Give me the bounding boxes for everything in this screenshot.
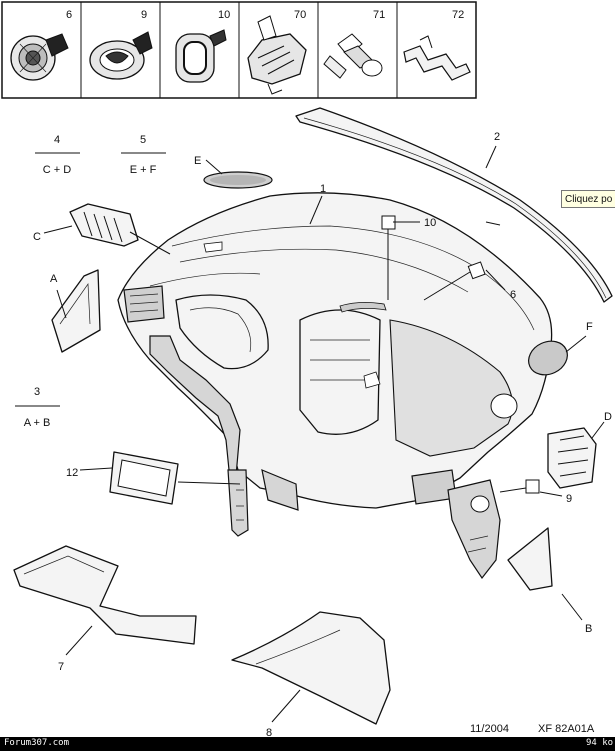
assembly-number: 3 [34,386,40,398]
lower-trim-panel-8 [231,611,391,725]
dashboard-support-frame [149,335,501,580]
forum-link[interactable]: Forum307.com [4,738,70,748]
callout-12: 12 [66,467,78,479]
callout-2: 2 [494,131,500,143]
bracket-clip-icon [247,15,307,95]
left-end-panel-a [51,269,101,353]
fastener-70-number: 70 [294,9,306,21]
left-air-vent [69,203,139,247]
callout-e: E [194,155,201,167]
fastener-strip: 6 9 10 70 71 72 [1,1,477,99]
leader-lines [43,145,605,723]
assembly-label-4: 4 C + D [35,134,80,176]
display-bezel-12 [109,451,179,505]
file-size: 94 ko [586,738,614,748]
assembly-label-3: 3 A + B [15,386,60,429]
diagram-reference: XF 82A01A [538,723,595,735]
diagram-date: 11/2004 [470,723,509,735]
speaker-grille-e [203,171,273,189]
callout-7: 7 [58,661,64,673]
callout-a: A [50,273,58,285]
dashboard-body [117,192,553,509]
right-air-vent [547,427,597,489]
fastener-9-number: 9 [141,9,147,21]
callout-1: 1 [320,183,326,195]
lower-trim-panel-7 [13,545,197,645]
assembly-parts: E + F [130,164,157,176]
callout-f: F [586,321,593,333]
callout-8: 8 [266,727,272,739]
forum-footer-bar: Forum307.com 94 ko [0,737,615,751]
fastener-ref-square-9 [525,479,540,494]
fastener-10-number: 10 [218,9,230,21]
spring-clip-icon [403,35,471,81]
push-pin-icon [323,33,383,79]
callout-d: D [604,411,612,423]
browser-tooltip: Cliquez po [561,190,615,208]
assembly-parts: C + D [43,164,71,176]
assembly-number: 5 [140,134,146,146]
speaker-grille-f [528,340,568,376]
callout-10: 10 [424,217,436,229]
oval-clip-icon [175,29,227,83]
fastener-6-number: 6 [66,9,72,21]
right-end-panel-b [507,527,553,591]
trim-grommet-icon [10,33,69,81]
fastener-71-number: 71 [373,9,385,21]
fastener-72-number: 72 [452,9,464,21]
windscreen-trim-strip [295,107,613,303]
assembly-parts: A + B [24,417,51,429]
callout-c: C [33,231,41,243]
assembly-label-5: 5 E + F [121,134,166,176]
assembly-number: 4 [54,134,60,146]
callout-b: B [585,623,592,635]
callout-9: 9 [566,493,572,505]
callout-6: 6 [510,289,516,301]
fastener-ref-square-6 [467,261,486,280]
round-clip-icon [89,31,153,80]
